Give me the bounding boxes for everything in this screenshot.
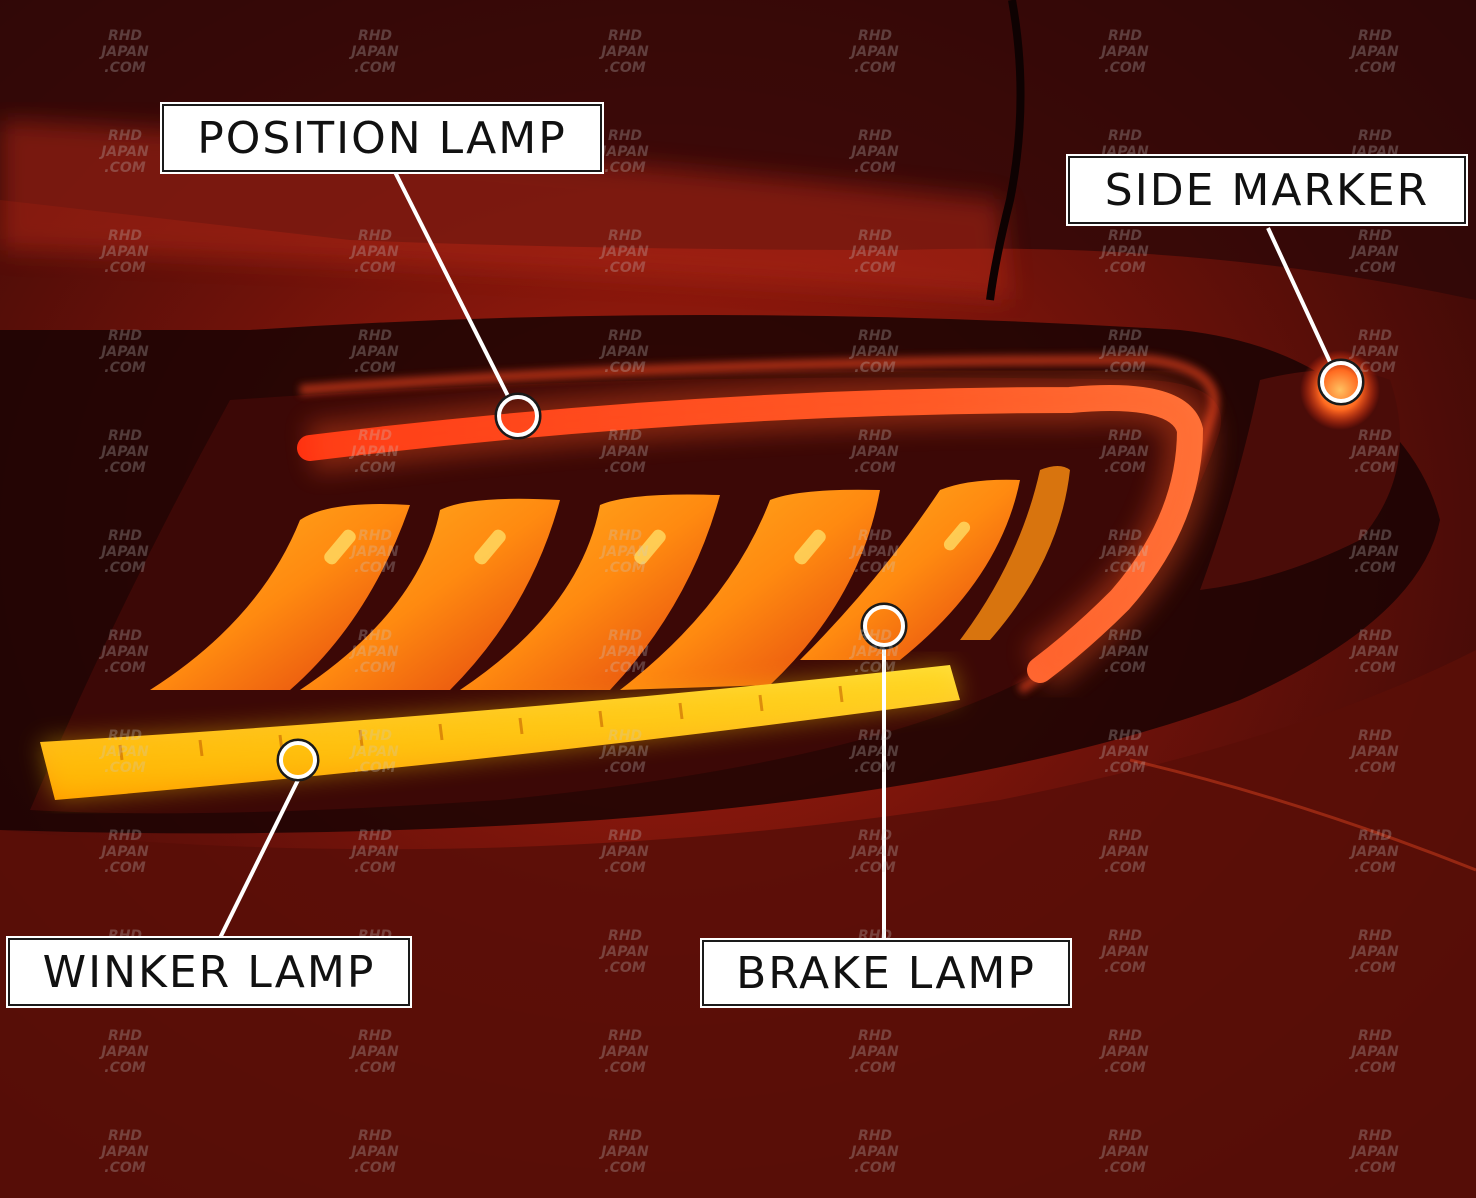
winker-lamp-marker <box>279 741 317 779</box>
brake-lamp-marker <box>863 605 905 647</box>
callout-lines <box>218 171 1332 940</box>
position-lamp-label: POSITION LAMP <box>162 104 602 172</box>
side-marker-label: SIDE MARKER <box>1068 156 1466 224</box>
brake-lamp-label: BRAKE LAMP <box>702 940 1070 1006</box>
winker-lamp-label: WINKER LAMP <box>8 938 410 1006</box>
side-marker-marker <box>1320 361 1362 403</box>
position-lamp-marker <box>497 395 539 437</box>
